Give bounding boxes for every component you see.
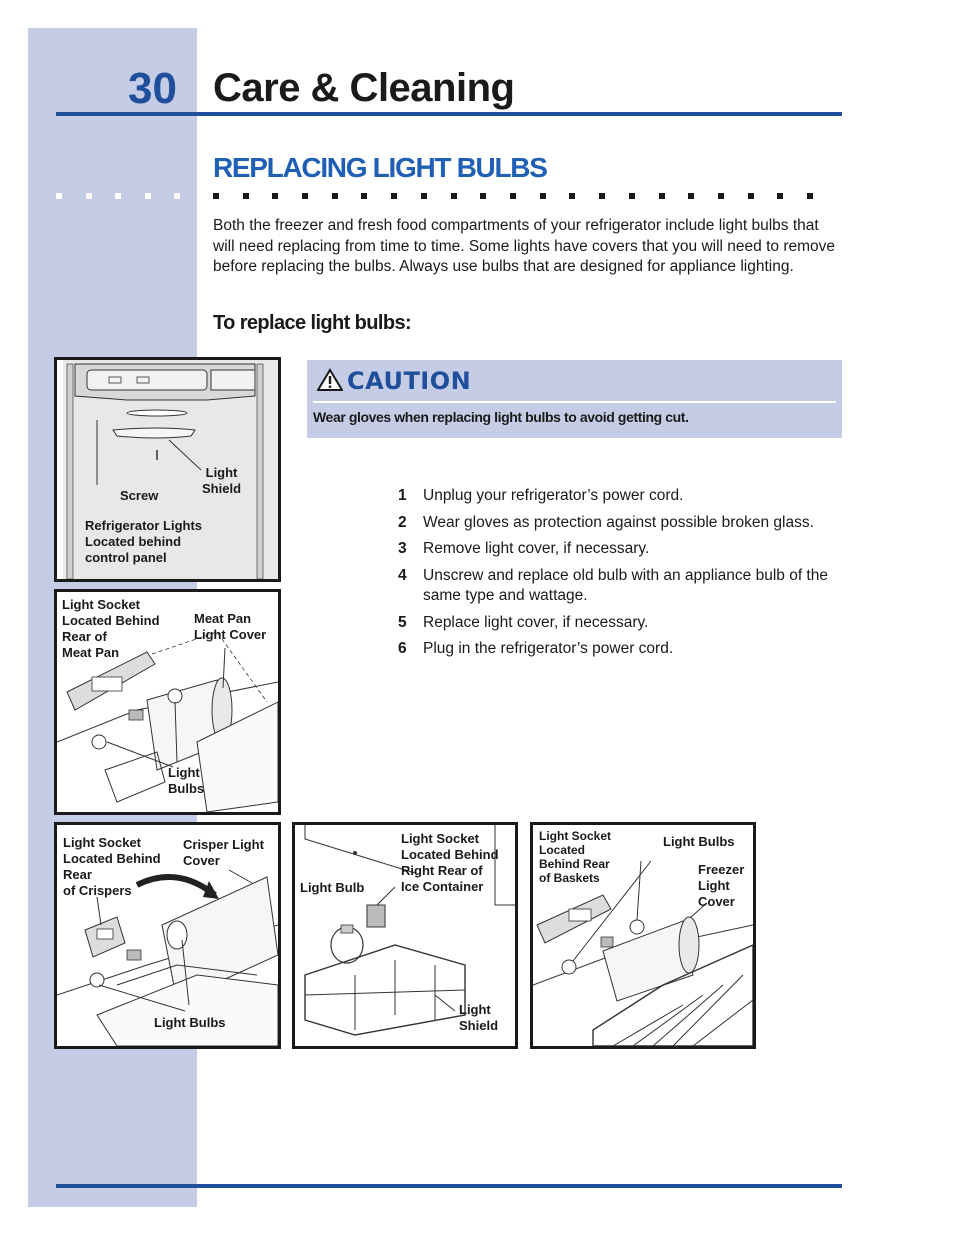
divider-dot [718, 193, 724, 199]
section-title: REPLACING LIGHT BULBS [213, 152, 548, 183]
label-ice-socket: Light Socket Located Behind Right Rear o… [401, 831, 499, 894]
figure-baskets: Light Socket Located Behind Rear of Bask… [530, 822, 756, 1049]
step-item: 4 Unscrew and replace old bulb with an ap… [398, 566, 842, 607]
label-meat-pan-bulbs: Light Bulbs [168, 765, 205, 796]
step-text: Unplug your refrigerator’s power cord. [423, 487, 684, 504]
step-text: Wear gloves as protection against possib… [423, 513, 814, 531]
step-text: Remove light cover, if necessary. [423, 540, 650, 557]
divider-dot [451, 193, 457, 199]
step-number: 3 [398, 540, 407, 557]
divider-dot [213, 193, 219, 199]
baskets-illustration [533, 860, 753, 1046]
label-crisper-socket: Light Socket Located Behind Rear of Cris… [63, 835, 161, 898]
caution-title: CAUTION [347, 367, 472, 395]
figure-crisper: Light Socket Located Behind Rear of Cris… [54, 822, 281, 1049]
step-number: 6 [398, 640, 407, 657]
figure-meat-pan: Light Socket Located Behind Rear of Meat… [54, 589, 281, 815]
label-meat-pan-cover: Meat Pan Light Cover [194, 611, 267, 642]
label-refrigerator-lights: Refrigerator Lights Located behind contr… [85, 518, 203, 565]
divider-dot [332, 193, 338, 199]
step-number: 2 [398, 513, 407, 531]
meat-pan-illustration [57, 631, 278, 812]
step-item: 5 Replace light cover, if necessary. [398, 613, 842, 634]
page-number: 30 [128, 64, 177, 113]
label-basket-bulbs: Light Bulbs [663, 834, 735, 849]
label-meat-pan-socket: Light Socket Located Behind Rear of Meat… [62, 597, 160, 660]
step-item: 6 Plug in the refrigerator’s power cord. [398, 639, 842, 660]
divider-dot [243, 193, 249, 199]
step-item: 1 Unplug your refrigerator’s power cord. [398, 486, 842, 507]
step-item: 2 Wear gloves as protection against possi… [398, 513, 842, 534]
warning-triangle-icon [317, 368, 343, 391]
divider-dot [540, 193, 546, 199]
divider-dot [302, 193, 308, 199]
divider-dot [361, 193, 367, 199]
step-number: 5 [398, 613, 407, 631]
divider-dot [480, 193, 486, 199]
figure-control-panel: Screw Light Shield Refrigerator Lights L… [54, 357, 281, 582]
divider-dot [659, 193, 665, 199]
label-light-shield: Light Shield [202, 465, 242, 496]
footer-rule [56, 1184, 842, 1188]
step-number: 4 [398, 566, 407, 584]
divider-dot [807, 193, 813, 199]
label-crisper-bulbs: Light Bulbs [154, 1015, 226, 1030]
caution-box: CAUTION Wear gloves when replacing light… [307, 360, 842, 438]
figure-ice-container: Light Socket Located Behind Right Rear o… [292, 822, 518, 1049]
step-text: Replace light cover, if necessary. [423, 613, 649, 631]
divider-dot [115, 193, 121, 199]
divider-dot [144, 193, 151, 199]
divider-dot [56, 193, 62, 199]
divider-dot [85, 193, 92, 199]
label-basket-socket: Light Socket Located Behind Rear of Bask… [539, 829, 612, 885]
subheading: To replace light bulbs: [213, 312, 412, 334]
control-panel-illustration [63, 360, 278, 579]
divider-dot [174, 193, 180, 199]
header-rule [56, 112, 842, 116]
step-text: Unscrew and replace old bulb with an app… [423, 566, 828, 605]
label-ice-shield: Light Shield [459, 1002, 499, 1033]
label-ice-bulb: Light Bulb [300, 880, 365, 895]
divider-dot [510, 193, 516, 199]
ice-container-illustration [304, 825, 515, 1036]
caution-rule [313, 401, 836, 403]
crisper-illustration [57, 869, 278, 1046]
label-crisper-cover: Crisper Light Cover [183, 837, 264, 868]
divider-dot [629, 193, 635, 199]
page-title: Care & Cleaning [213, 66, 515, 110]
step-item: 3 Remove light cover, if necessary. [398, 539, 842, 560]
divider-dot [272, 193, 278, 199]
step-text: Plug in the refrigerator’s power cord. [423, 640, 674, 657]
label-screw: Screw [120, 488, 159, 503]
divider-dot [599, 193, 605, 199]
divider-dot [569, 193, 575, 199]
divider-dot [688, 193, 694, 199]
intro-paragraph: Both the freezer and fresh food compartm… [213, 217, 836, 275]
caution-text: Wear gloves when replacing light bulbs t… [313, 409, 689, 425]
divider-dot [777, 193, 783, 199]
divider-dot [391, 193, 397, 199]
label-basket-cover: Freezer Light Cover [698, 862, 745, 909]
divider-dot [421, 193, 427, 199]
divider-dot [748, 193, 754, 199]
step-number: 1 [398, 487, 407, 504]
